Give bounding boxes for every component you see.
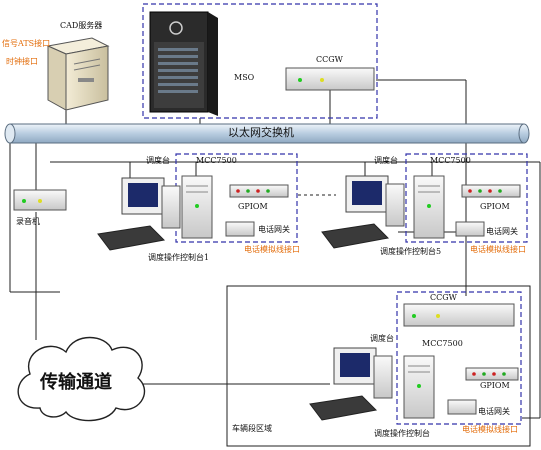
recorder-box-icon [13,189,67,211]
mso-label: MSO [234,73,255,82]
depot-area-label: 车辆段区域 [232,424,272,433]
ccgw-top-label: CCGW [316,55,343,64]
mcc-label-5: MCC7500 [430,156,471,165]
gateway-box-icon [285,67,375,91]
mso-group-box [142,3,378,119]
console5-group-box [405,153,528,243]
mcc-tower-d [403,355,435,419]
gpiom-box-d [465,367,519,381]
mso-cabinet-icon [149,11,218,116]
station-label-1: 调度操作控制台1 [148,253,210,262]
phone-port-label-5: 电话模拟线接口 [470,245,526,254]
phone-gw-label-1: 电话网关 [258,225,290,234]
workstation-icon [309,347,393,421]
ats-port-label: 信号ATS接口 [2,39,51,48]
gateway-box-icon [403,303,515,327]
gpiom-label-5: GPIOM [480,202,510,211]
station-label-d: 调度操作控制台 [374,429,430,438]
depot-area-box [226,285,531,447]
phone-gateway-box-1 [225,221,255,237]
console-tag-1: 调度台 [146,156,170,165]
mcc-tower-1 [181,175,213,239]
cloud-icon [17,336,145,422]
mcc-label-1: MCC7500 [196,156,237,165]
phone-gw-label-d: 电话网关 [478,407,510,416]
phone-gw-label-5: 电话网关 [486,227,518,236]
workstation-icon [97,177,181,251]
workstation-icon [321,175,405,249]
cad-server-label: CAD服务器 [60,21,103,30]
transport-label: 传输通道 [40,372,112,393]
gpiom-box-1 [229,184,289,198]
gpiom-label-d: GPIOM [480,381,510,390]
console1-group-box [175,153,298,243]
mcc-tower-5 [413,175,445,239]
clock-port-label: 时钟接口 [6,57,38,66]
console-tag-5: 调度台 [374,156,398,165]
gpiom-label-1: GPIOM [238,202,268,211]
phone-gateway-box-d [447,399,477,415]
mcc-label-d: MCC7500 [422,339,463,348]
ccgw-depot-label: CCGW [430,293,457,302]
ethernet-switch-pipe [4,123,530,144]
station-label-5: 调度操作控制台5 [380,247,442,256]
ethernet-switch-label: 以太网交换机 [228,126,294,139]
recorder-label: 录音机 [16,217,40,226]
phone-port-label-d: 电话模拟线接口 [462,425,518,434]
gpiom-box-5 [461,184,521,198]
server-tower-icon [46,37,110,111]
console-tag-d: 调度台 [370,334,394,343]
phone-port-label-1: 电话模拟线接口 [244,245,300,254]
phone-gateway-box-5 [455,221,485,237]
